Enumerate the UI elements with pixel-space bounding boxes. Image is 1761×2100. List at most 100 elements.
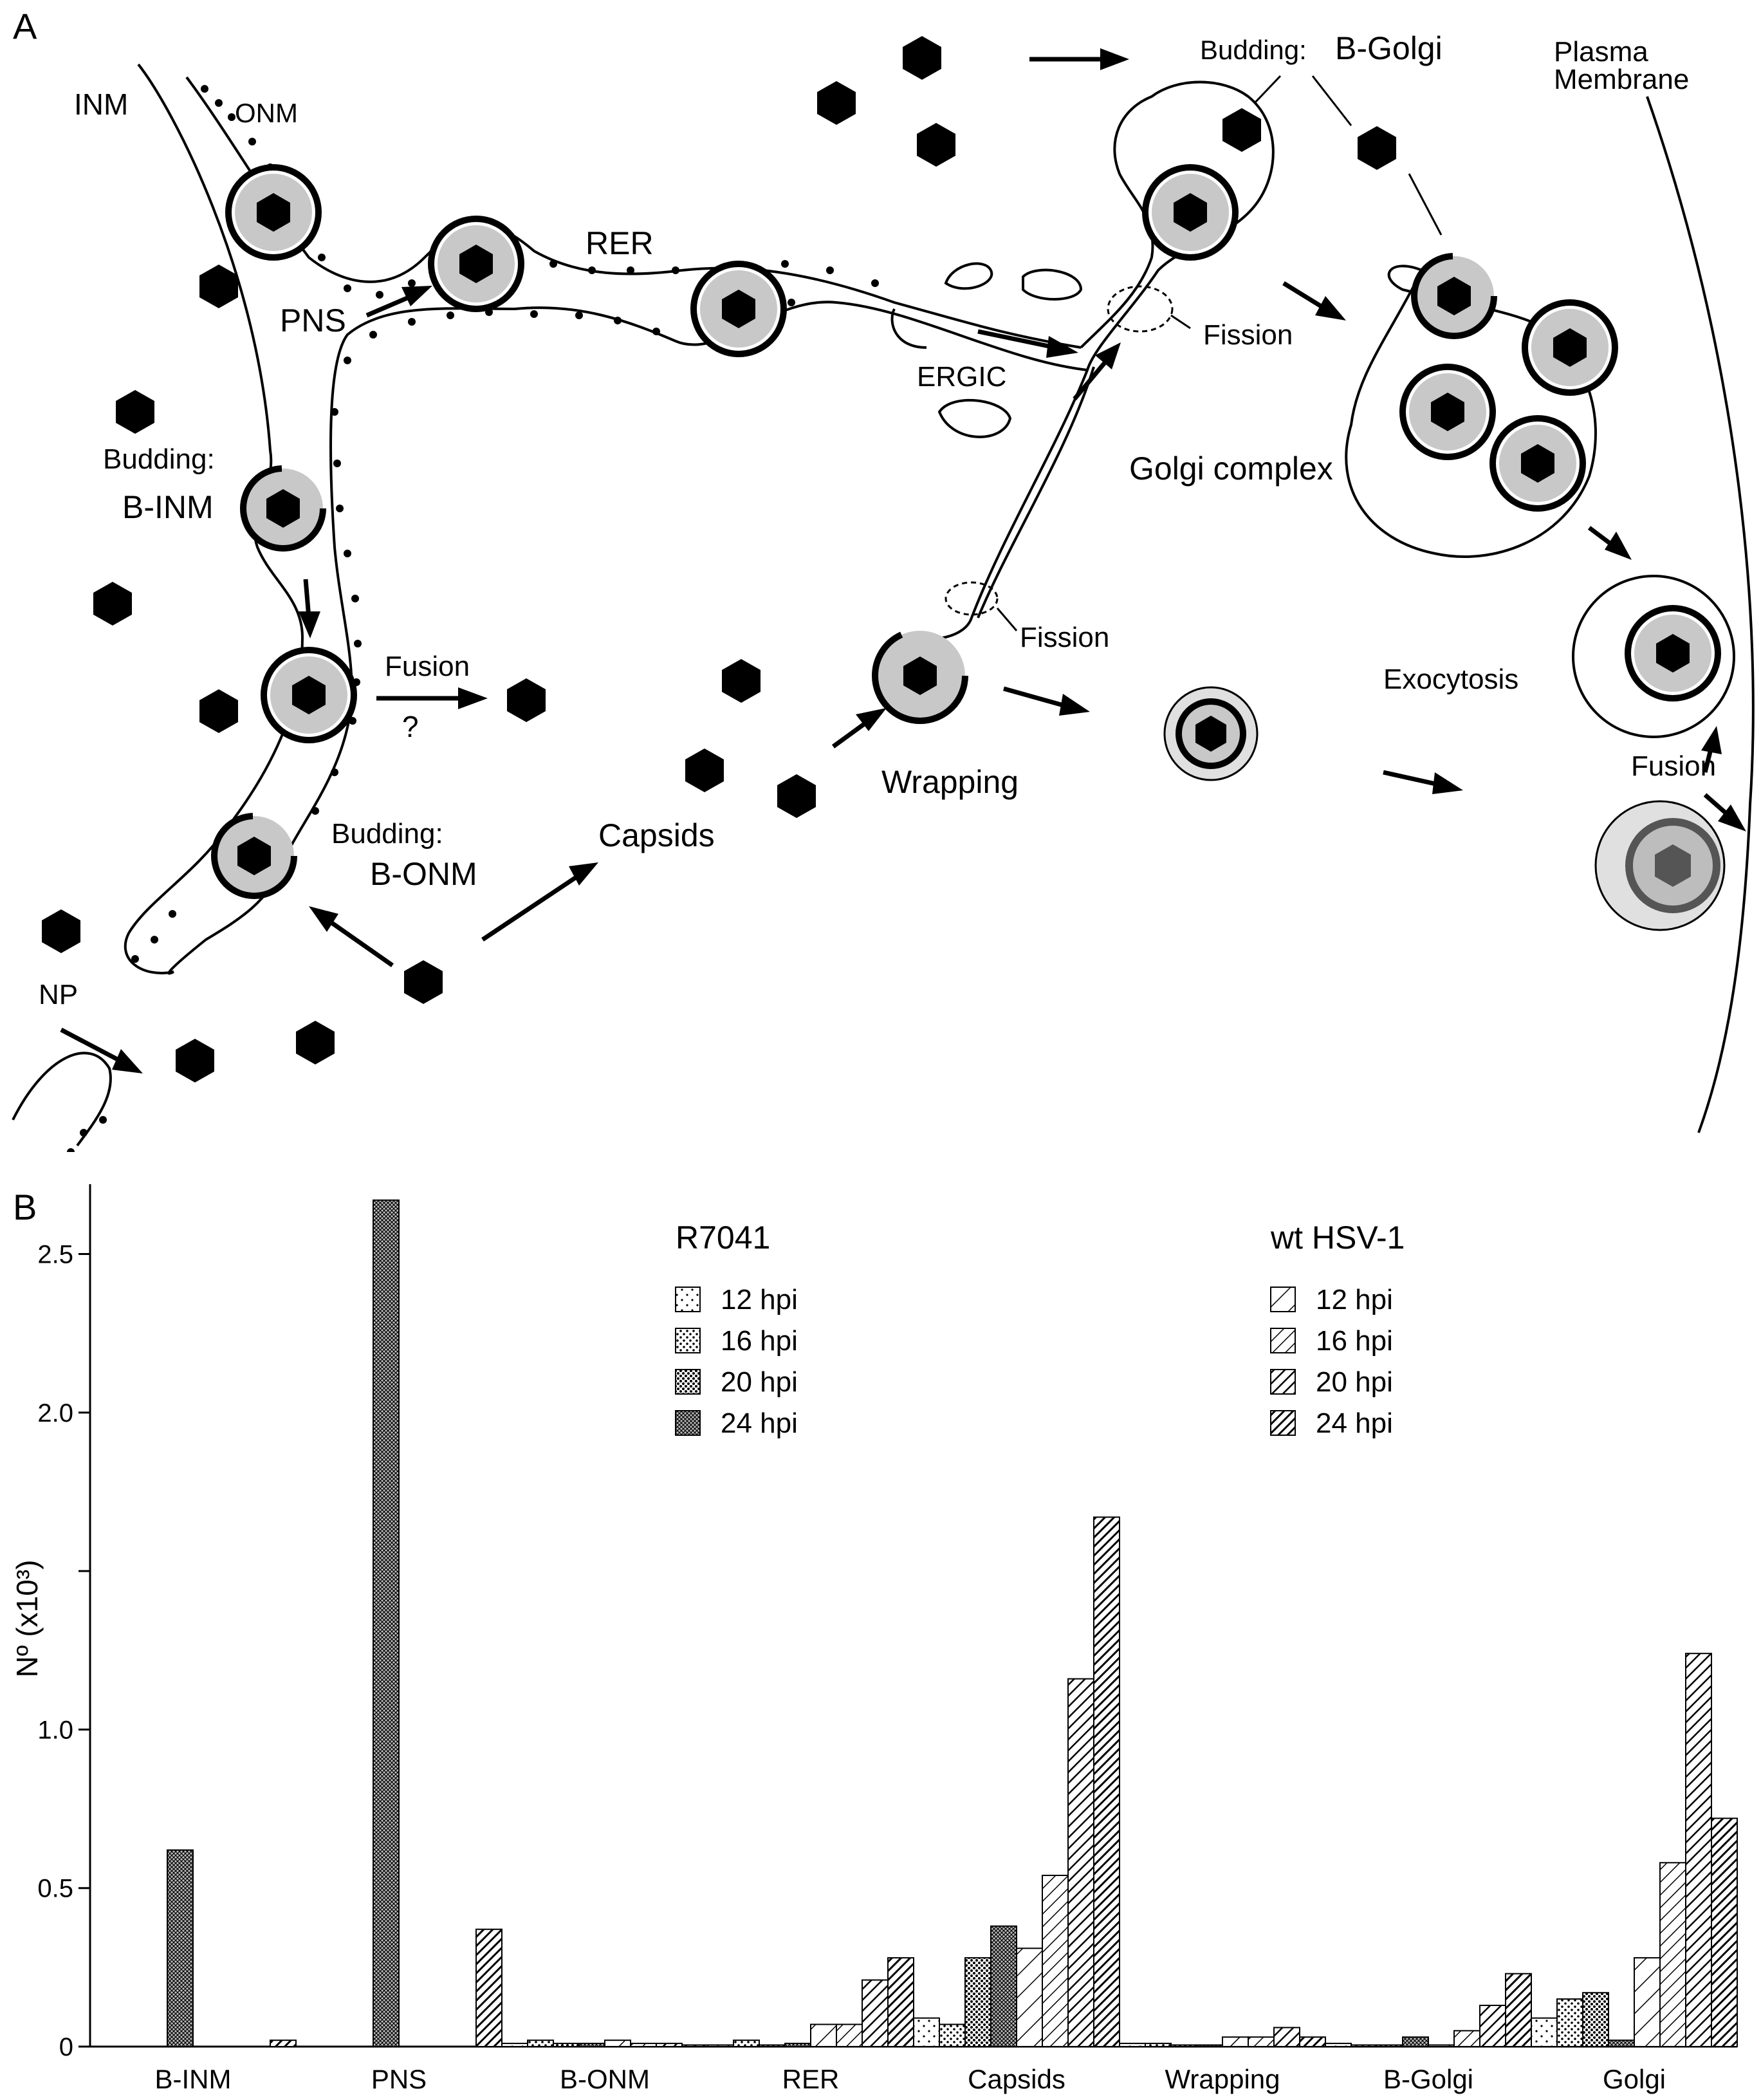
bar [630,2043,657,2047]
bar [1505,1973,1532,2047]
y-tick-label: 2.5 [37,1241,73,1269]
mature-virion-2 [1594,800,1726,931]
vesicle-1 [944,262,993,290]
bar [759,2044,786,2048]
legend-title: R7041 [676,1220,770,1256]
bar [836,2023,863,2048]
y-tick-label: 0.5 [37,1875,73,1903]
plasma-membrane [1646,96,1755,1133]
legend-entry: 12 hpi [721,1284,798,1315]
bar [1325,2043,1352,2047]
label-np: NP [39,979,78,1010]
label-golgi-complex: Golgi complex [1129,451,1333,487]
label-capsids: Capsids [598,817,715,853]
bar [810,2023,837,2048]
budding-inm [240,465,326,552]
bar [373,1199,400,2047]
thin-arrows [1253,75,1443,236]
legend-swatch [1270,1328,1296,1353]
legend-swatch [675,1369,701,1395]
bar [681,2044,708,2048]
bar [1016,1947,1043,2048]
bar [1273,2027,1300,2047]
bar [1222,2036,1249,2047]
bar [1093,1516,1120,2047]
fission-pointer-1 [1170,314,1191,330]
legend-entry: 12 hpi [1316,1284,1393,1315]
legend-entry: 16 hpi [1316,1325,1393,1357]
bar [939,2023,966,2048]
legend-entry: 16 hpi [721,1325,798,1357]
bar [553,2043,580,2047]
panel-a-diagram: A [12,6,1755,1152]
bar [1402,2036,1429,2047]
legend-swatch [675,1287,701,1312]
arrows [60,48,1746,1073]
legend-swatch [675,1410,701,1436]
label-budding-2: Budding: [331,818,443,850]
vesicle-2 [1022,268,1083,301]
bar [1042,1875,1069,2047]
label-onm: ONM [235,98,298,128]
x-tick-label: RER [782,2064,840,2094]
bar [1556,1998,1583,2047]
panel-a-label: A [13,6,37,46]
bar [1711,1817,1738,2047]
legend-title: wt HSV-1 [1270,1220,1405,1256]
bar [501,2043,528,2047]
label-b-onm: B-ONM [370,856,477,892]
bar [707,2044,734,2048]
legend-entry: 24 hpi [721,1408,798,1439]
bar [527,2040,554,2048]
legend-swatch [1270,1410,1296,1436]
legend-swatch [1270,1287,1296,1312]
x-tick-label: Wrapping [1165,2064,1280,2094]
mature-virion-1 [1163,686,1259,781]
legend-entry: 20 hpi [721,1366,798,1398]
bar [913,2017,940,2048]
bar [1608,2040,1635,2048]
bar [784,2043,811,2047]
vesicle-3 [937,398,1012,438]
bar [1582,1992,1609,2048]
bar [1479,2004,1506,2047]
bar [578,2043,605,2047]
ergic-loop [890,308,927,349]
label-rer: RER [585,225,654,261]
y-tick-label: 0 [59,2033,73,2061]
label-budding-1: Budding: [103,443,215,475]
x-tick-label: B-INM [155,2064,232,2094]
bar [270,2040,297,2048]
nuclear-pore-lower [12,1052,112,1147]
bar [1531,2017,1558,2048]
bar [475,1928,502,2047]
legend-swatch [675,1328,701,1353]
fission-ellipse-1 [1107,285,1174,333]
legend-swatch [1270,1369,1296,1395]
y-tick-label: 2.0 [37,1399,73,1427]
bar [990,1925,1017,2047]
budding-golgi [1411,253,1497,339]
label-budding-3: Budding: [1200,35,1307,65]
chart-legend: R7041 12 hpi 16 hpi 20 hpi 24 hpi wt HSV-1 12 … [675,1220,1405,1439]
exocytosis-vesicle [1572,575,1735,738]
bar [656,2043,683,2047]
label-question: ? [402,710,419,743]
label-membrane: Membrane [1554,64,1689,95]
bar [604,2040,631,2048]
bar [887,1957,914,2047]
bar [1428,2044,1455,2048]
ergic-tube [900,80,1275,641]
y-tick-label: 1.0 [37,1716,73,1744]
label-plasma: Plasma [1554,36,1648,68]
bar [1248,2036,1275,2047]
bar [1634,1957,1661,2047]
fission-pointer-2 [996,608,1018,631]
bar [1453,2030,1480,2047]
bar [167,1849,194,2047]
bar [1351,2044,1378,2048]
legend-entry: 24 hpi [1316,1408,1393,1439]
bar [1376,2044,1403,2048]
